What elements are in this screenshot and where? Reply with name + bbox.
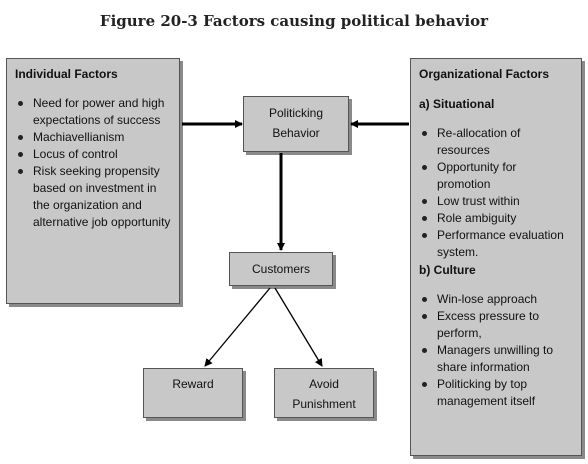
politicking-line1: Politicking bbox=[268, 106, 324, 120]
culture-item: Excess pressure to perform, bbox=[419, 308, 573, 342]
individual-factors-list: Need for power and high expectations of … bbox=[15, 95, 171, 231]
culture-item: Win-lose approach bbox=[419, 291, 573, 308]
situational-item: Low trust within bbox=[419, 193, 573, 210]
customers-box: Customers bbox=[229, 252, 333, 286]
individual-factor-item: Machiavellianism bbox=[15, 129, 171, 146]
figure-title: Figure 20-3 Factors causing political be… bbox=[99, 12, 489, 30]
organizational-factors-heading: Organizational Factors bbox=[419, 67, 550, 81]
individual-factors-box: Individual Factors Need for power and hi… bbox=[6, 58, 180, 304]
organizational-factors-box: Organizational Factors a) Situational Re… bbox=[410, 58, 582, 456]
individual-factors-heading: Individual Factors bbox=[15, 67, 118, 81]
individual-factor-item: Need for power and high expectations of … bbox=[15, 95, 171, 129]
reward-box: Reward bbox=[143, 368, 243, 418]
situational-item: Role ambiguity bbox=[419, 210, 573, 227]
culture-heading: b) Culture bbox=[419, 263, 476, 277]
individual-factor-item: Locus of control bbox=[15, 146, 171, 163]
situational-item: Performance evaluation system. bbox=[419, 227, 573, 261]
avoid-line1: Avoid bbox=[309, 377, 339, 391]
situational-item: Re-allocation of resources bbox=[419, 125, 573, 159]
culture-item: Politicking by top management itself bbox=[419, 376, 573, 410]
customers-to-reward-arrow bbox=[204, 287, 271, 367]
customers-label: Customers bbox=[251, 262, 310, 276]
avoid-line2: Punishment bbox=[292, 397, 356, 411]
situational-heading: a) Situational bbox=[419, 97, 495, 111]
culture-item: Managers unwilling to share information bbox=[419, 342, 573, 376]
situational-list: Re-allocation of resources Opportunity f… bbox=[419, 125, 573, 261]
customers-to-avoid-arrow bbox=[274, 287, 323, 367]
situational-item: Opportunity for promotion bbox=[419, 159, 573, 193]
reward-label: Reward bbox=[172, 377, 214, 391]
avoid-punishment-box: Avoid Punishment bbox=[274, 368, 374, 418]
culture-list: Win-lose approach Excess pressure to per… bbox=[419, 291, 573, 410]
politicking-line2: Behavior bbox=[272, 126, 320, 140]
politicking-behavior-box: Politicking Behavior bbox=[243, 96, 349, 152]
individual-factor-item: Risk seeking propensity based on investm… bbox=[15, 163, 171, 231]
